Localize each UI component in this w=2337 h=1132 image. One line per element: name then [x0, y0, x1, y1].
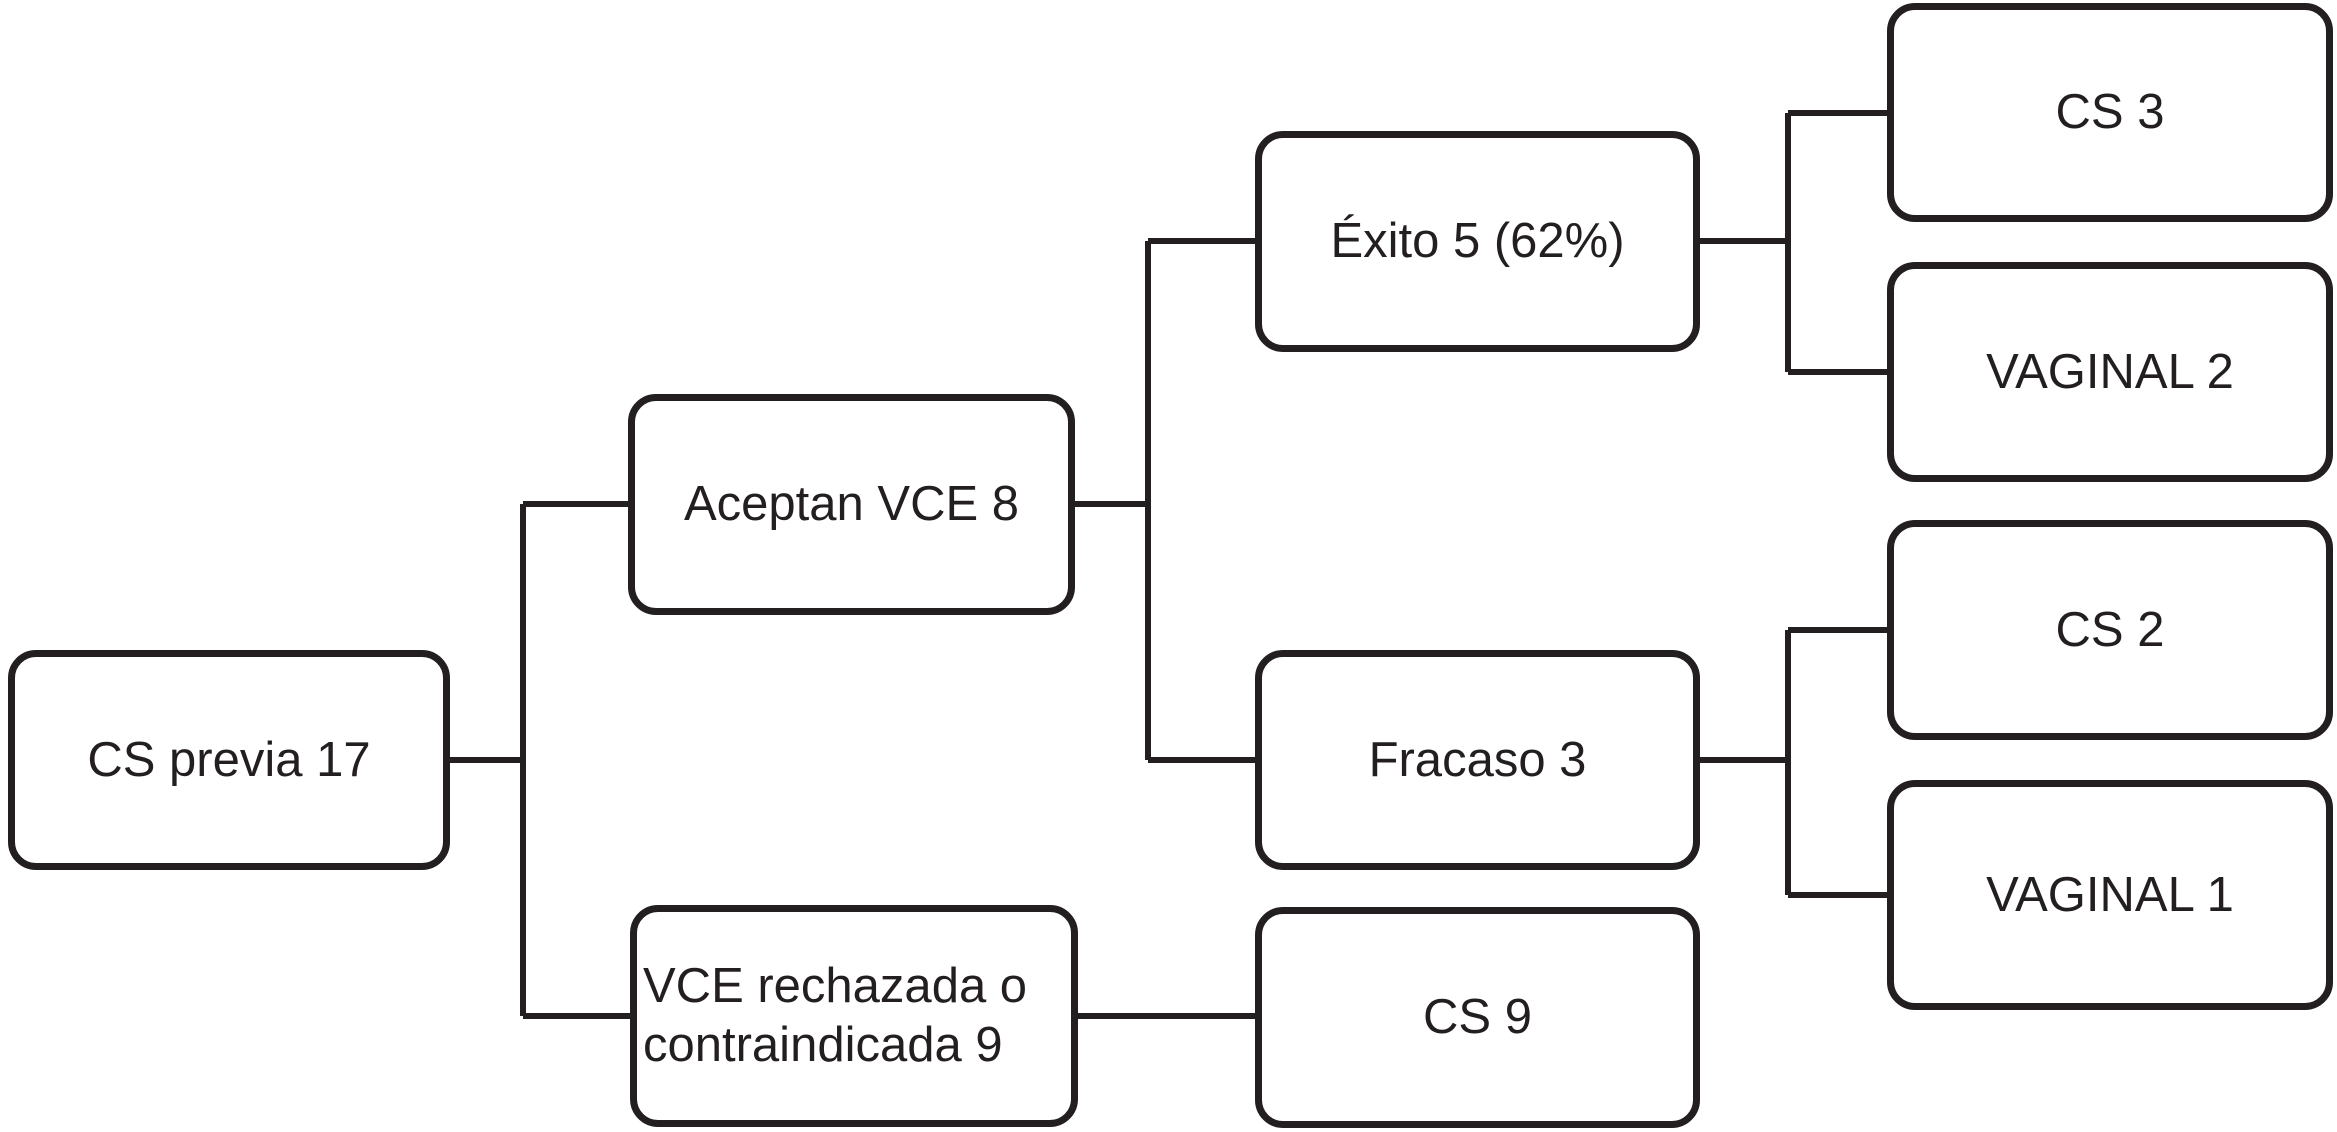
connector-aceptan-children [1075, 238, 1255, 763]
node-exito-label: Éxito 5 (62%) [1330, 214, 1625, 269]
node-vce-rechazada-label-line1: VCE rechazada o [643, 959, 1028, 1014]
connector-exito-children [1700, 110, 1887, 375]
node-cs-3-label: CS 3 [2055, 85, 2165, 140]
node-aceptan-vce-label: Aceptan VCE 8 [683, 477, 1020, 532]
node-cs-3: CS 3 [1887, 3, 2333, 222]
node-cs-9-label: CS 9 [1423, 990, 1532, 1045]
node-vaginal-2-label: VAGINAL 2 [1986, 344, 2234, 399]
node-vaginal-1-label: VAGINAL 1 [1986, 867, 2234, 922]
node-vce-rechazada-label-line2: contraindicada 9 [643, 1018, 1003, 1072]
node-vaginal-1: VAGINAL 1 [1887, 780, 2333, 1010]
connector-fracaso-children [1700, 627, 1887, 898]
node-cs-2-label: CS 2 [2055, 602, 2165, 657]
node-vaginal-2: VAGINAL 2 [1887, 262, 2333, 482]
node-cs-previa-label: CS previa 17 [87, 732, 371, 787]
node-exito: Éxito 5 (62%) [1255, 131, 1700, 352]
node-vce-rechazada: VCE rechazada o contraindicada 9 [630, 905, 1078, 1127]
node-fracaso-label: Fracaso 3 [1368, 732, 1587, 787]
node-cs-2: CS 2 [1887, 520, 2333, 740]
node-aceptan-vce: Aceptan VCE 8 [628, 394, 1075, 615]
node-cs-9: CS 9 [1255, 907, 1700, 1128]
connector-root-children [450, 501, 630, 1019]
node-cs-previa: CS previa 17 [8, 650, 450, 870]
node-fracaso: Fracaso 3 [1255, 650, 1700, 870]
